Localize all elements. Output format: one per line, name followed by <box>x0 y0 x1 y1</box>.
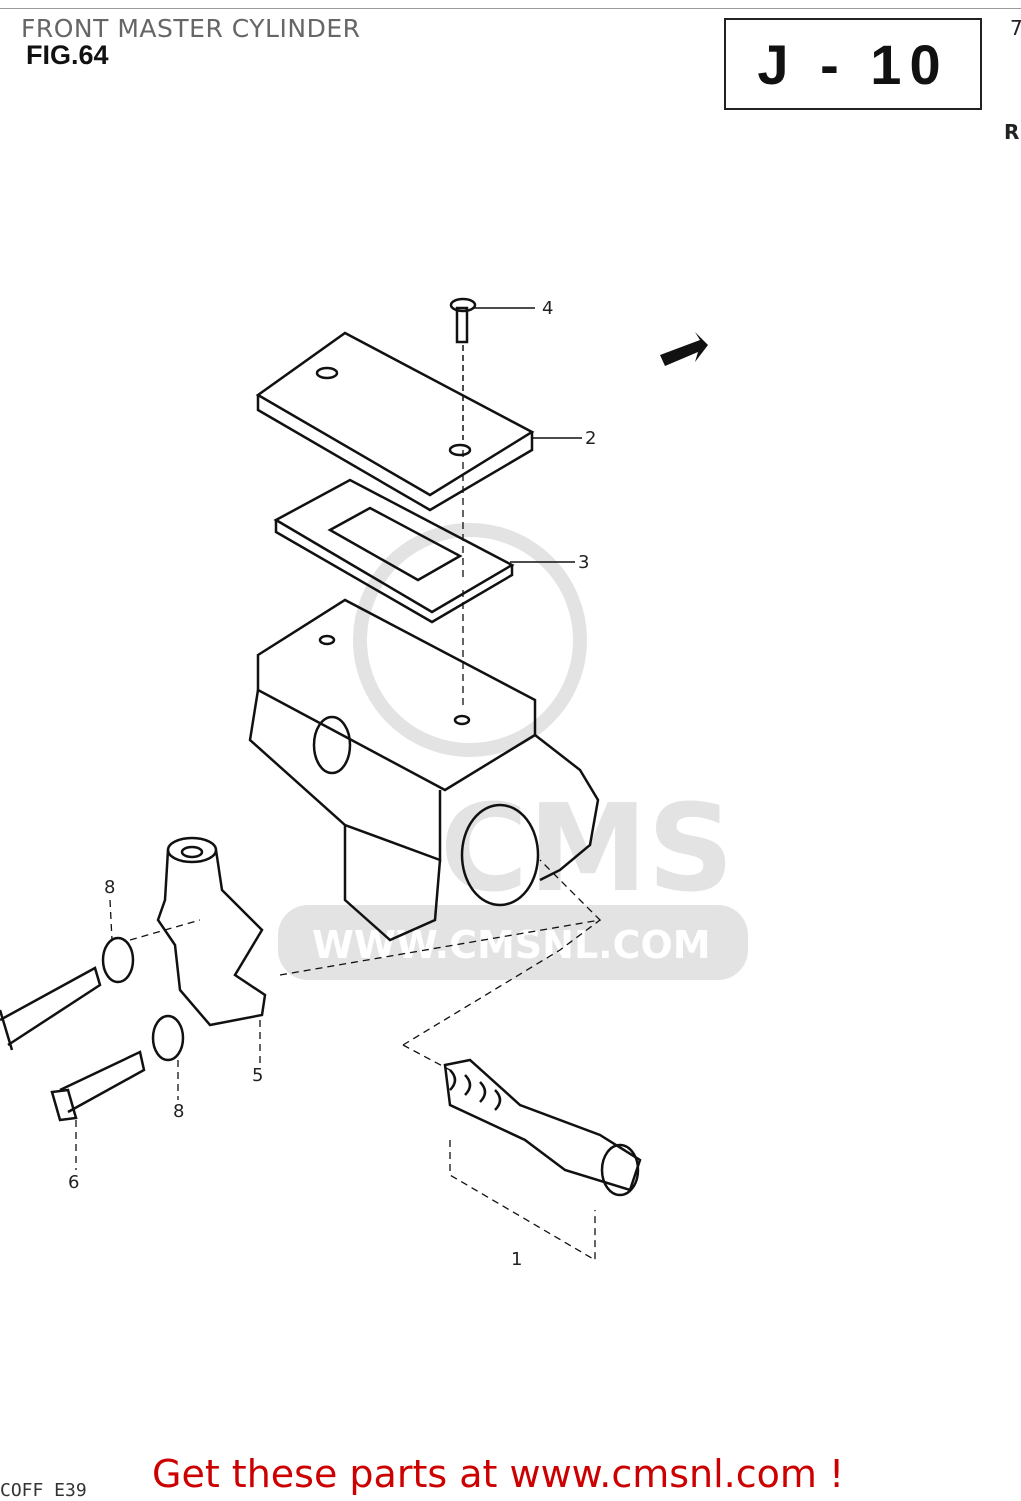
assembly-guide-lines <box>75 450 602 1262</box>
callout-8: 8 <box>104 877 115 898</box>
figure-number: FIG.64 <box>26 40 109 70</box>
part-screw <box>449 297 477 440</box>
callout-3: 3 <box>578 552 589 573</box>
watermark-text: WWW.CMSNL.COM <box>312 923 711 967</box>
callout-4: 4 <box>542 298 553 319</box>
part-piston-assembly <box>443 1058 642 1197</box>
part-master-cylinder-body <box>248 598 600 942</box>
part-bolt-long <box>0 966 102 1051</box>
callout-1: 1 <box>511 1249 522 1270</box>
watermark: CMS WWW.CMSNL.COM <box>278 523 748 980</box>
model-code: COFF E39 <box>0 1480 87 1501</box>
section-code-box: J - 10 <box>724 18 982 110</box>
cta-link[interactable]: Get these parts at www.cmsnl.com ! <box>152 1452 845 1496</box>
callout-2: 2 <box>585 428 596 449</box>
edge-letter: RI <box>1004 120 1021 144</box>
part-reservoir-cap <box>255 331 535 512</box>
part-clamp <box>156 836 267 1027</box>
callout-8b: 8 <box>173 1101 184 1122</box>
part-washer <box>101 936 135 984</box>
part-washer <box>151 1014 185 1062</box>
edge-page-number: 7 <box>1010 16 1021 40</box>
callout-5: 5 <box>252 1065 263 1086</box>
part-diaphragm <box>273 478 515 624</box>
part-bolt-6 <box>50 1050 146 1122</box>
watermark-logo: CMS <box>440 780 734 919</box>
top-rule <box>0 8 1021 9</box>
callout-6: 6 <box>68 1172 79 1193</box>
page-title: FRONT MASTER CYLINDER <box>21 14 361 43</box>
leader-lines <box>472 307 582 563</box>
section-code: J - 10 <box>757 32 949 96</box>
forward-arrow-icon <box>660 332 708 366</box>
